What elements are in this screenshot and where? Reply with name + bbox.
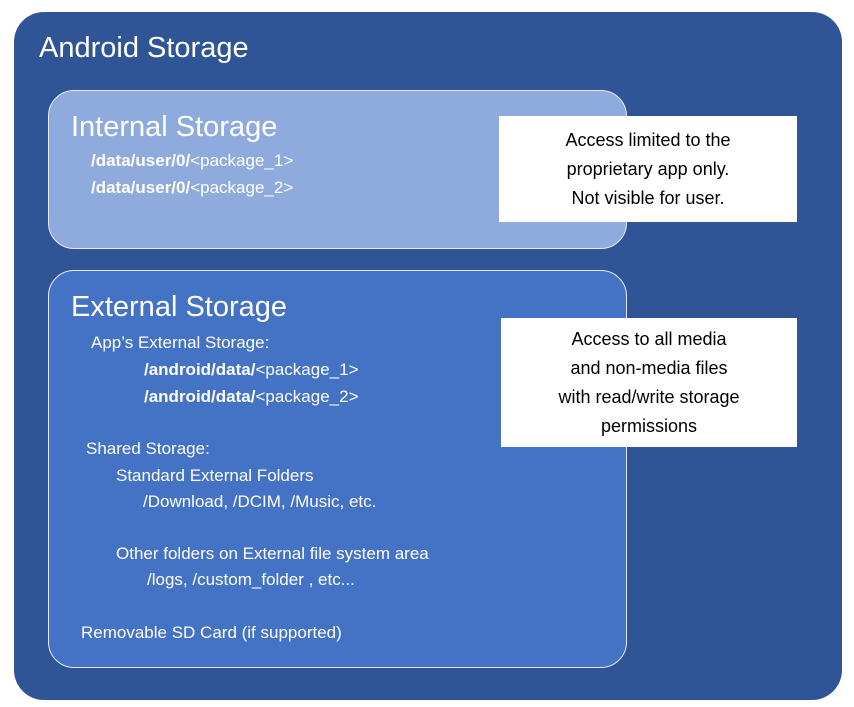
external-path-2: /android/data/<package_2> xyxy=(144,387,359,406)
external-access-note: Access to all media and non-media files … xyxy=(501,318,797,447)
other-folders-list: /logs, /custom_folder , etc... xyxy=(147,570,355,589)
note-line: Not visible for user. xyxy=(571,187,725,208)
note-line: and non-media files xyxy=(570,357,728,378)
other-folders-label: Other folders on External file system ar… xyxy=(116,544,429,563)
internal-access-note: Access limited to the proprietary app on… xyxy=(499,116,797,222)
note-line: proprietary app only. xyxy=(566,158,730,179)
standard-folders-list: /Download, /DCIM, /Music, etc. xyxy=(143,492,377,511)
sd-card-label: Removable SD Card (if supported) xyxy=(81,623,342,642)
shared-storage-label: Shared Storage: xyxy=(86,439,210,458)
internal-path-2: /data/user/0/<package_2> xyxy=(91,178,294,197)
diagram-title: Android Storage xyxy=(39,32,249,64)
internal-path-1: /data/user/0/<package_1> xyxy=(91,151,294,170)
note-line: permissions xyxy=(600,415,698,436)
external-storage-title: External Storage xyxy=(71,291,288,323)
standard-folders-label: Standard External Folders xyxy=(116,466,314,485)
note-line: Access limited to the xyxy=(565,129,731,150)
note-line: Access to all media xyxy=(571,328,727,349)
app-external-label: App’s External Storage: xyxy=(91,333,270,352)
internal-storage-title: Internal Storage xyxy=(71,111,278,143)
note-line: with read/write storage xyxy=(558,386,740,407)
external-path-1: /android/data/<package_1> xyxy=(144,360,359,379)
